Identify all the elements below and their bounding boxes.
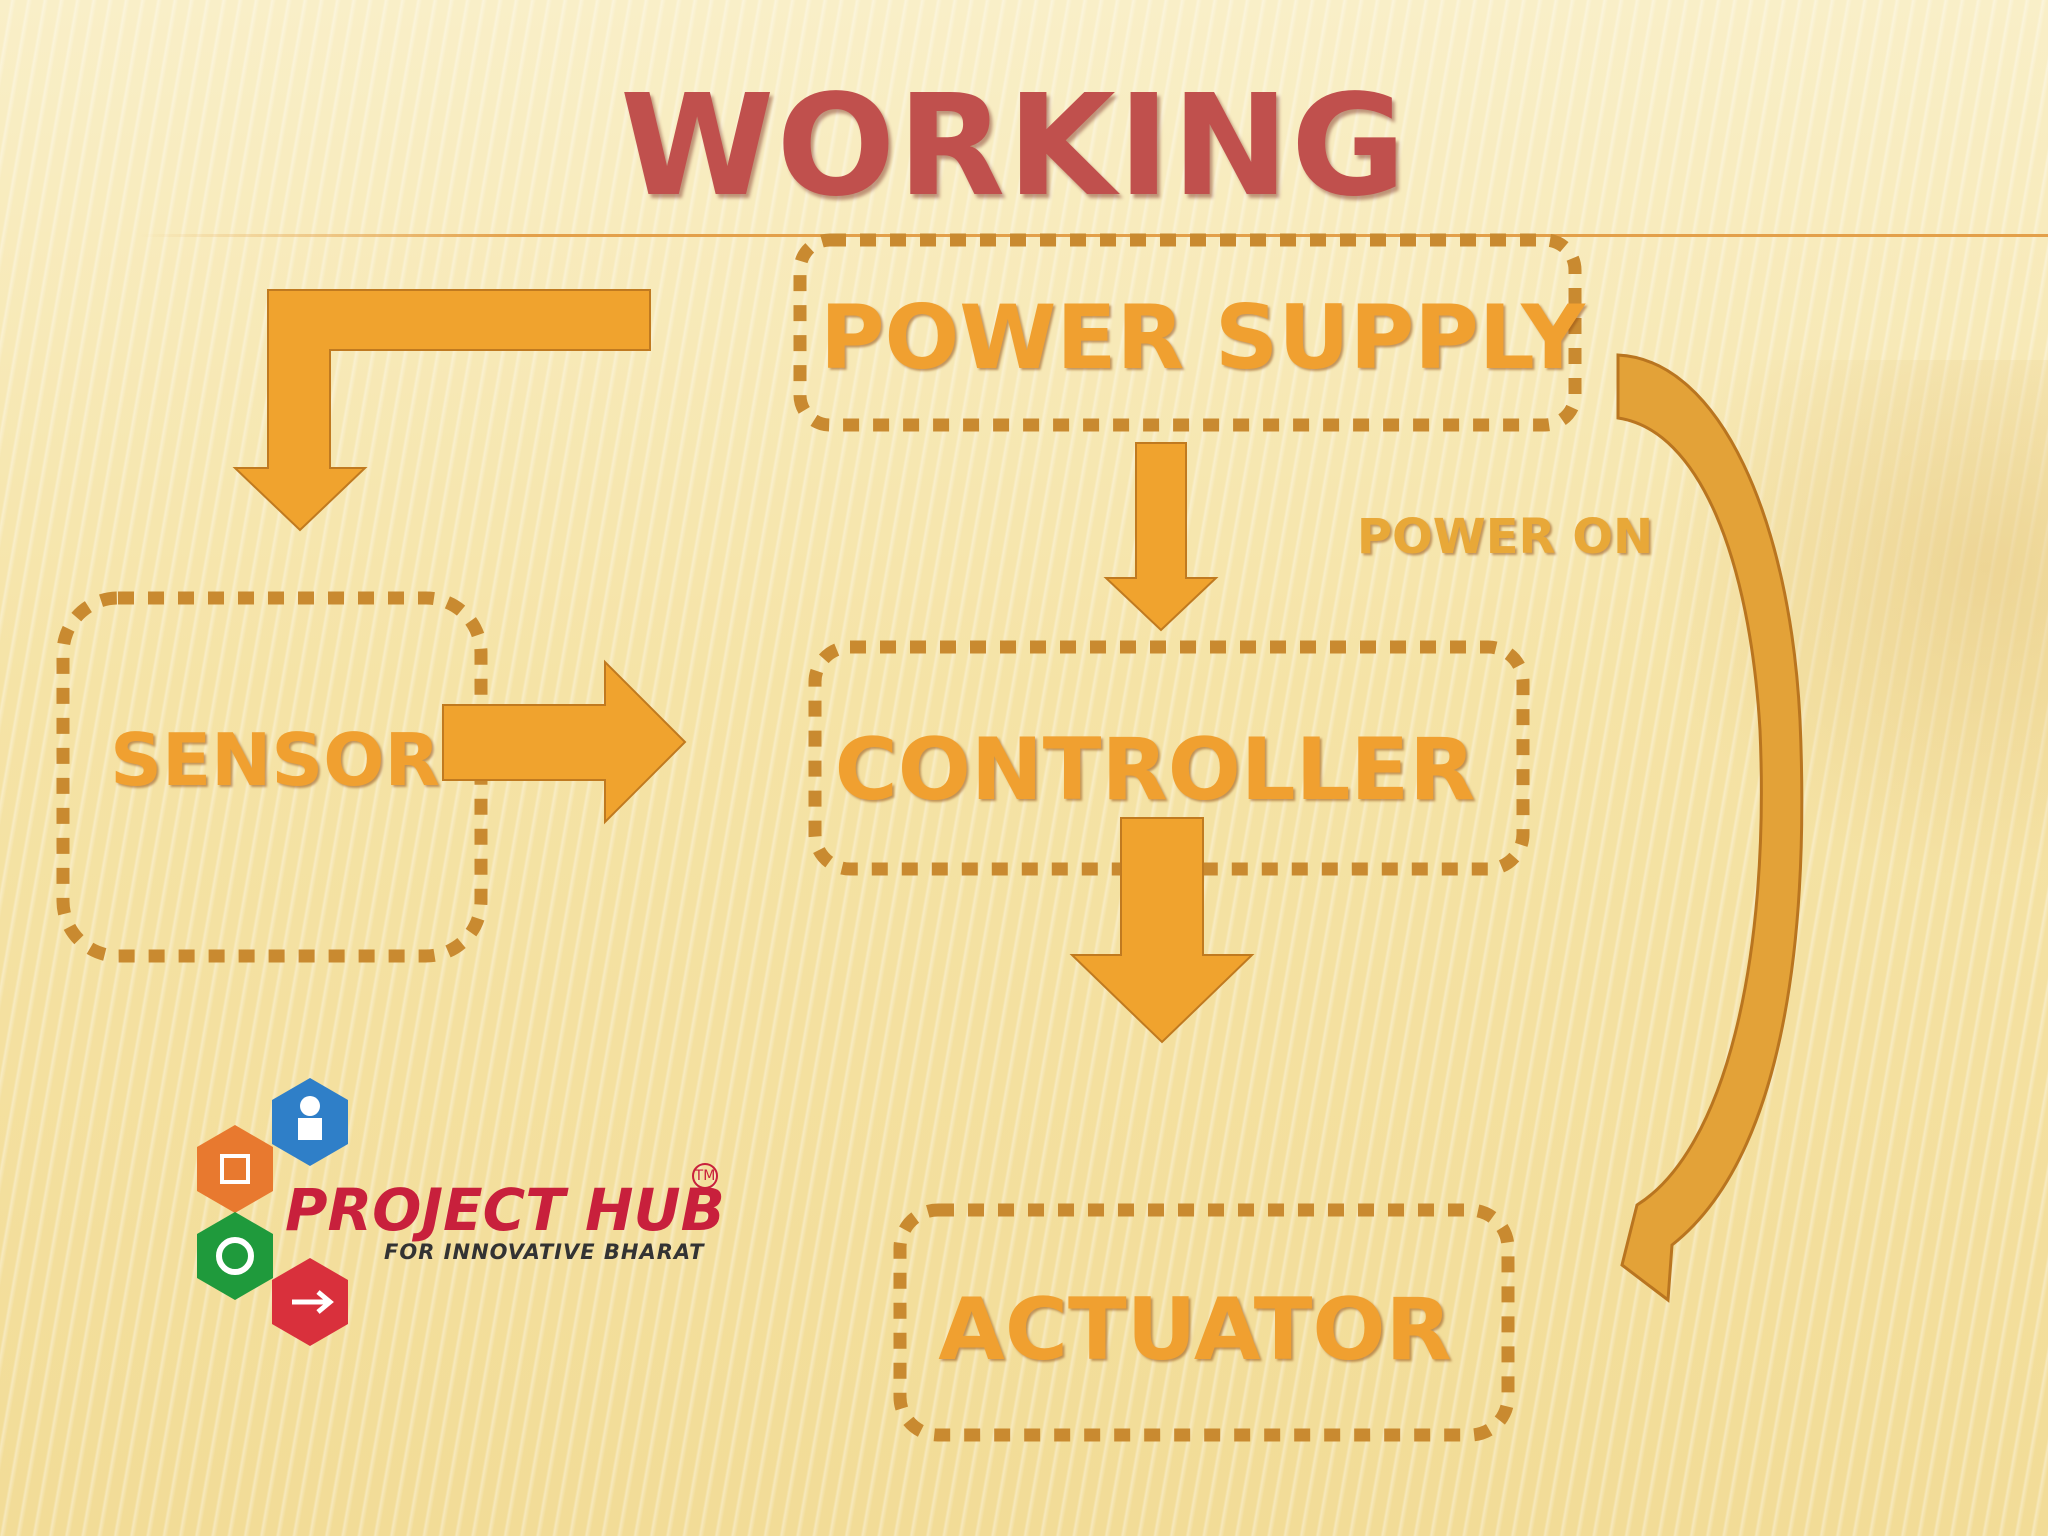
arrow-controller-to-actuator [1069, 817, 1255, 1044]
arrow-power-to-sensor [232, 289, 651, 532]
node-controller: CONTROLLER [834, 720, 1476, 820]
logo-hexagons [197, 1078, 348, 1346]
gear-hex-icon [197, 1212, 273, 1300]
arrow-power-on-curve [1616, 353, 1804, 1303]
box-actuator [893, 1203, 1515, 1442]
box-power-supply [793, 233, 1582, 432]
chip-hex-icon [197, 1125, 273, 1213]
arrow-sensor-to-controller [442, 659, 687, 825]
arrow-power-to-controller [1103, 442, 1219, 632]
gear-icon [216, 1237, 254, 1275]
title-rule [140, 234, 2048, 237]
logo-trademark: TM [692, 1163, 718, 1189]
robot-head-icon [300, 1096, 320, 1116]
slide-title: WORKING [620, 65, 1408, 228]
edge-label-power-on: POWER ON [1356, 509, 1654, 565]
node-sensor: SENSOR [110, 718, 440, 802]
chip-core-icon [220, 1154, 250, 1184]
node-actuator: ACTUATOR [938, 1280, 1452, 1380]
logo-tagline: FOR INNOVATIVE BHARAT [384, 1240, 705, 1264]
node-power-supply: POWER SUPPLY [820, 286, 1585, 389]
robot-body-icon [298, 1118, 322, 1140]
logo-name: PROJECT HUB [285, 1176, 725, 1244]
bow-arrow-icon [292, 1290, 334, 1314]
